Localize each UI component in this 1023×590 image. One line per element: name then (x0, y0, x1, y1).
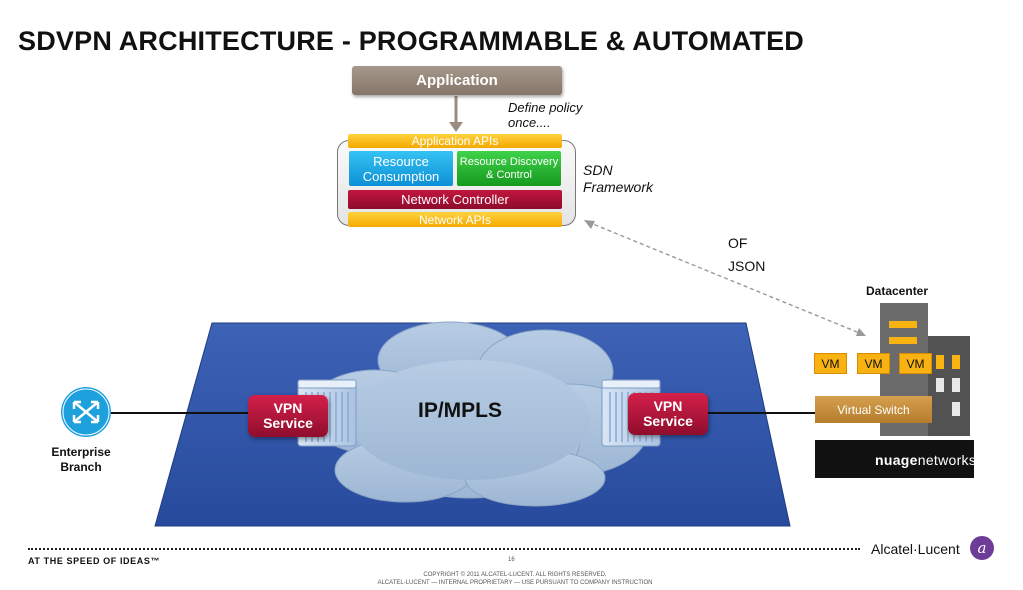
vm-box: VM (814, 353, 847, 374)
nuage-logo-text: nuagenetworks (875, 452, 976, 468)
vpn-service-left: VPN Service (248, 395, 328, 437)
protocol-label: OF JSON (728, 232, 765, 278)
resource-discovery-box: Resource Discovery & Control (457, 151, 561, 186)
footer-divider (28, 548, 860, 550)
datacenter-label: Datacenter (866, 284, 929, 298)
alcatel-lucent-brand: Alcatel·Lucent (871, 541, 960, 557)
footer-tagline: AT THE SPEED OF IDEAS™ (28, 556, 161, 566)
of-json-link (584, 220, 866, 336)
policy-arrow (449, 96, 463, 132)
vpn-service-right: VPN Service (628, 393, 708, 435)
copyright-line-2: ALCATEL-LUCENT — INTERNAL PROPRIETARY — … (377, 580, 653, 586)
application-apis-bar: Application APIs (348, 134, 562, 148)
virtual-switch-box: Virtual Switch (815, 396, 932, 423)
alcatel-lucent-logo-icon: a (970, 536, 994, 560)
router-arrows-icon (61, 387, 111, 437)
nuage-logo-light: networks (917, 452, 977, 468)
page-number: 16 (508, 557, 515, 563)
copyright-notice: COPYRIGHT © 2011 ALCATEL-LUCENT. ALL RIG… (300, 571, 730, 587)
protocol-of: OF (728, 235, 748, 251)
ip-mpls-label: IP/MPLS (418, 399, 503, 422)
network-controller-bar: Network Controller (348, 190, 562, 209)
resource-consumption-box: Resource Consumption (349, 151, 453, 186)
protocol-json: JSON (728, 258, 766, 274)
page-title: SDVPN ARCHITECTURE - PROGRAMMABLE & AUTO… (18, 26, 804, 56)
copyright-line-1: COPYRIGHT © 2011 ALCATEL-LUCENT. ALL RIG… (423, 572, 607, 578)
network-apis-bar: Network APIs (348, 212, 562, 227)
policy-note: Define policy once.... (508, 100, 583, 130)
sdn-framework-label: SDN Framework (583, 162, 654, 195)
enterprise-branch-label: Enterprise Branch (51, 445, 111, 474)
vm-box: VM (899, 353, 932, 374)
application-box: Application (352, 66, 562, 95)
vm-box: VM (857, 353, 890, 374)
nuage-networks-logo: nuagenetworks (815, 440, 976, 478)
nuage-logo-bold: nuage (875, 452, 918, 468)
